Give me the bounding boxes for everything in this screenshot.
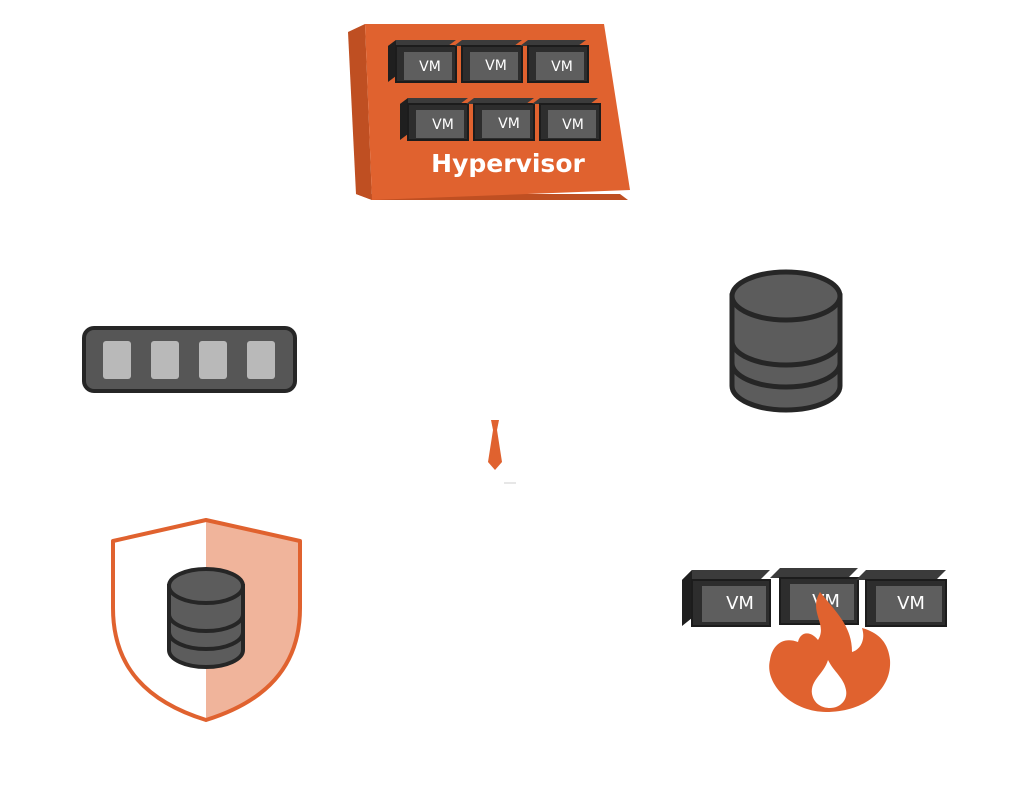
shield-outline bbox=[111, 518, 302, 722]
vm-label: VM bbox=[726, 593, 754, 614]
vm-label: VM bbox=[419, 59, 441, 75]
hypervisor-vm-4: VM bbox=[400, 98, 469, 141]
hypervisor-vm-2: VM bbox=[454, 40, 523, 83]
vm-label: VM bbox=[432, 117, 454, 133]
switch-port bbox=[199, 341, 227, 379]
vm-label: VM bbox=[498, 116, 520, 132]
hypervisor-vm-6: VM bbox=[532, 98, 601, 141]
vm-label: VM bbox=[897, 593, 925, 614]
hypervisor-block: VM VM VM VM VM bbox=[348, 24, 630, 200]
fire-vm-2: VM bbox=[770, 568, 859, 625]
database-icon bbox=[167, 567, 245, 669]
switch-port bbox=[247, 341, 275, 379]
vm-label: VM bbox=[485, 58, 507, 74]
shield-right-fill bbox=[206, 520, 300, 720]
switch-port bbox=[103, 341, 131, 379]
vm-label: VM bbox=[551, 59, 573, 75]
switch-port bbox=[151, 341, 179, 379]
hypervisor-title: Hypervisor bbox=[431, 149, 585, 178]
fire-vm-3: VM bbox=[856, 570, 947, 627]
network-switch-icon bbox=[82, 326, 297, 393]
necktie-icon bbox=[488, 420, 516, 484]
database-icon bbox=[729, 269, 843, 413]
vm-fire-group: VM VM VM bbox=[682, 568, 947, 712]
hypervisor-side bbox=[348, 24, 372, 200]
fire-vm-1: VM bbox=[682, 570, 771, 627]
fire-icon bbox=[769, 592, 891, 712]
shield-database-icon bbox=[111, 518, 302, 722]
vm-label: VM bbox=[562, 117, 584, 133]
hypervisor-vm-3: VM bbox=[520, 40, 589, 83]
hypervisor-vm-1: VM bbox=[388, 40, 457, 83]
hypervisor-vm-5: VM bbox=[466, 98, 535, 141]
